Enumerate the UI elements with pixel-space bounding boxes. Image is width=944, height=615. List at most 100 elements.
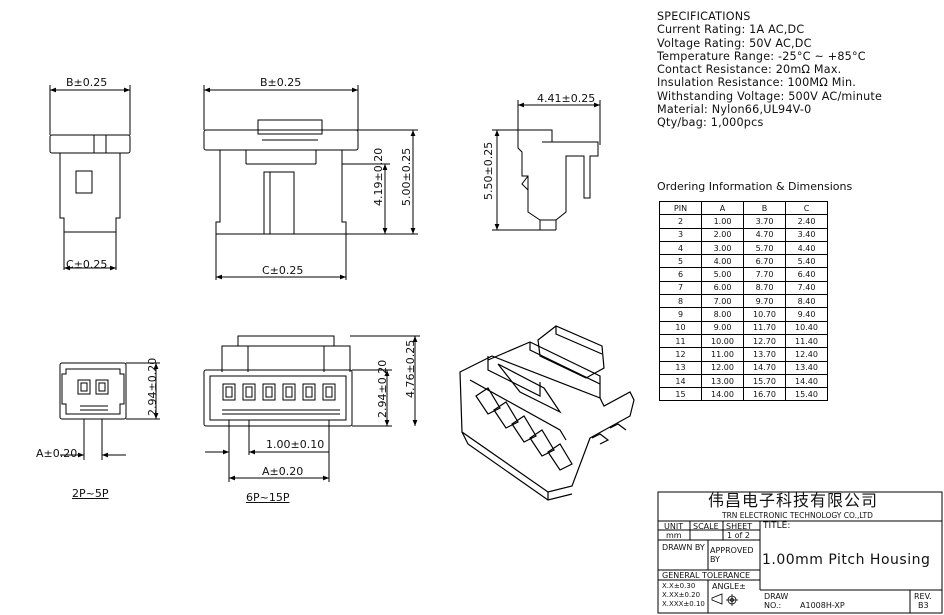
dim-front-b: B±0.25 [260, 76, 302, 89]
dim-side-w: 4.41±0.25 [537, 92, 596, 105]
spec-line: Temperature Range: -25°C ~ +85°C [657, 49, 866, 63]
table-cell: 2.00 [701, 227, 744, 242]
table-cell: 14.40 [785, 373, 828, 389]
table-cell: 9 [659, 307, 702, 322]
table-cell: 5.40 [785, 254, 828, 269]
table-cell: 4 [659, 240, 702, 256]
side-view [492, 100, 601, 231]
spec-line: Voltage Rating: 50V AC,DC [657, 36, 812, 50]
dim-small-end-a: A±0.20 [36, 447, 78, 460]
table-cell: 12.00 [701, 360, 744, 375]
dim-side-h: 5.50±0.25 [482, 141, 495, 200]
table-cell: 11.70 [743, 320, 786, 335]
table-cell: 5.00 [701, 267, 744, 282]
isometric-view [459, 325, 635, 501]
table-cell: 7.40 [785, 280, 828, 296]
company-name-en: TRN ELECTRONIC TECHNOLOGY CO.,LTD [722, 511, 873, 520]
dim-large-end-h1: 2.94±0.20 [376, 359, 389, 418]
general-tolerance-label: GENERAL TOLERANCE [662, 571, 751, 580]
table-cell: 1.00 [701, 214, 744, 229]
table-cell: 13.70 [743, 347, 786, 362]
small-end-label: 2P~5P [72, 487, 109, 500]
table-cell: 11.40 [785, 333, 828, 349]
table-cell: 9.70 [743, 294, 786, 309]
spec-line: Insulation Resistance: 100MΩ Min. [657, 76, 856, 90]
dim-large-end-a: A±0.20 [262, 465, 304, 478]
table-cell: 8 [659, 294, 702, 309]
drawn-by-label: DRAWN BY [662, 543, 705, 552]
table-cell: 8.70 [743, 280, 786, 296]
large-end-label: 6P~15P [246, 491, 290, 504]
table-cell: 7 [659, 280, 702, 296]
table-cell: 14.70 [743, 360, 786, 375]
table-cell: 6 [659, 267, 702, 282]
spec-line: Withstanding Voltage: 500V AC/minute [657, 89, 883, 103]
table-cell: 11 [659, 333, 702, 349]
draw-no-label: DRAW NO.: [764, 592, 789, 610]
column-header: PIN [659, 200, 702, 216]
table-cell: 8.00 [701, 307, 744, 322]
table-cell: 2 [659, 214, 702, 229]
tolerance-1: X.X±0.30 [662, 582, 696, 590]
spec-line: Current Rating: 1A AC,DC [657, 23, 805, 37]
dim-small-end-h: 2.94±0.20 [146, 357, 159, 416]
title-value: 1.00mm Pitch Housing [762, 552, 931, 568]
column-header: C [785, 200, 828, 216]
table-cell: 3.40 [785, 227, 828, 242]
table-cell: 12 [659, 347, 702, 362]
table-cell: 15.40 [785, 387, 828, 402]
dim-front-h1: 4.19±0.20 [372, 147, 385, 206]
company-name-cn: 伟昌电子科技有限公司 [708, 491, 879, 510]
table-cell: 10.00 [701, 333, 744, 349]
spec-line: Qty/bag: 1,000pcs [657, 116, 764, 130]
table-cell: 4.70 [743, 227, 786, 242]
approved-by-label: APPROVED BY [710, 546, 754, 564]
dim-small-top-c: C±0.25 [66, 258, 108, 271]
draw-no-value: A1008H-XP [800, 601, 845, 610]
table-cell: 10 [659, 320, 702, 335]
dim-large-end-h2: 4.76±0.25 [404, 339, 417, 398]
table-cell: 14.00 [701, 387, 744, 402]
front-view [203, 85, 418, 280]
specifications-block: SPECIFICATIONS Current Rating: 1A AC,DC … [657, 10, 882, 130]
dim-front-h2: 5.00±0.25 [400, 147, 413, 206]
table-cell: 5 [659, 254, 702, 269]
unit-value: mm [666, 531, 682, 540]
table-cell: 14 [659, 373, 702, 389]
table-cell: 13 [659, 360, 702, 375]
table-cell: 6.70 [743, 254, 786, 269]
tolerance-3: X.XXX±0.10 [662, 600, 705, 608]
table-cell: 7.00 [701, 294, 744, 309]
dim-front-c: C±0.25 [262, 264, 304, 277]
ordering-heading: Ordering Information & Dimensions [657, 180, 853, 193]
table-cell: 13.40 [785, 360, 828, 375]
table-cell: 13.00 [701, 373, 744, 389]
column-header: B [743, 200, 786, 216]
table-cell: 12.40 [785, 347, 828, 362]
title-label: TITLE: [763, 521, 791, 531]
angle-label: ANGLE± [712, 582, 746, 591]
table-cell: 10.70 [743, 307, 786, 322]
spec-line: Material: Nylon66,UL94V-0 [657, 103, 812, 117]
table-cell: 8.40 [785, 294, 828, 309]
table-cell: 10.40 [785, 320, 828, 335]
table-cell: 9.40 [785, 307, 828, 322]
table-header-row: PIN A B C [659, 200, 828, 216]
table-cell: 3.70 [743, 214, 786, 229]
table-cell: 16.70 [743, 387, 786, 402]
tolerance-2: X.XX±0.20 [662, 591, 701, 599]
